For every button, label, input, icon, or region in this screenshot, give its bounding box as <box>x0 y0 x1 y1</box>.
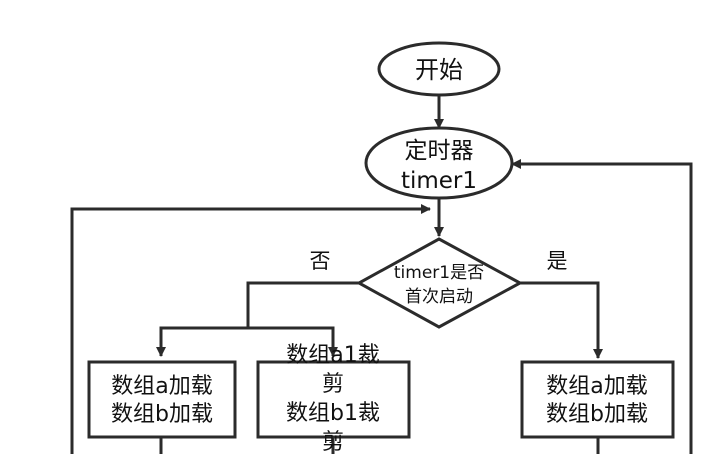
process-box-left: 数组a加载 数组b加载 <box>87 360 237 439</box>
box-middle-line1: 数组a1裁 <box>286 343 379 368</box>
box-middle-line4: 剪 <box>322 430 344 454</box>
edge-decision-no <box>246 281 359 328</box>
connectors <box>70 95 693 454</box>
decision-node: timer1是否 首次启动 <box>355 237 524 329</box>
branch-yes-label: 是 <box>547 249 568 273</box>
timer-node: 定时器 timer1 <box>364 126 514 200</box>
edge-loop-left-to-timer <box>70 204 431 454</box>
edge-no-to-left-box <box>156 326 248 357</box>
timer-label-line1: 定时器 <box>405 138 474 164</box>
edge-decision-yes <box>520 281 603 359</box>
box-left-line2: 数组b加载 <box>111 402 213 427</box>
box-right-line2: 数组b加载 <box>546 402 648 427</box>
timer-label-line2: timer1 <box>401 168 477 194</box>
decision-label-line1: timer1是否 <box>394 263 484 283</box>
box-left-line1: 数组a加载 <box>111 374 212 399</box>
start-node: 开始 <box>377 41 501 97</box>
branch-no-label: 否 <box>310 249 331 273</box>
start-label: 开始 <box>415 56 463 84</box>
edge-no-to-middle-box <box>248 326 338 357</box>
process-box-right: 数组a加载 数组b加载 <box>520 360 675 439</box>
process-box-middle: 数组a1裁 剪 数组b1裁 剪 <box>256 343 411 454</box>
decision-label-line2: 首次启动 <box>405 287 473 307</box>
edge-loop-right-to-timer <box>511 159 693 454</box>
box-middle-line3: 数组b1裁 <box>286 401 380 426</box>
box-middle-line2: 剪 <box>322 372 344 397</box>
box-right-line1: 数组a加载 <box>546 374 647 399</box>
